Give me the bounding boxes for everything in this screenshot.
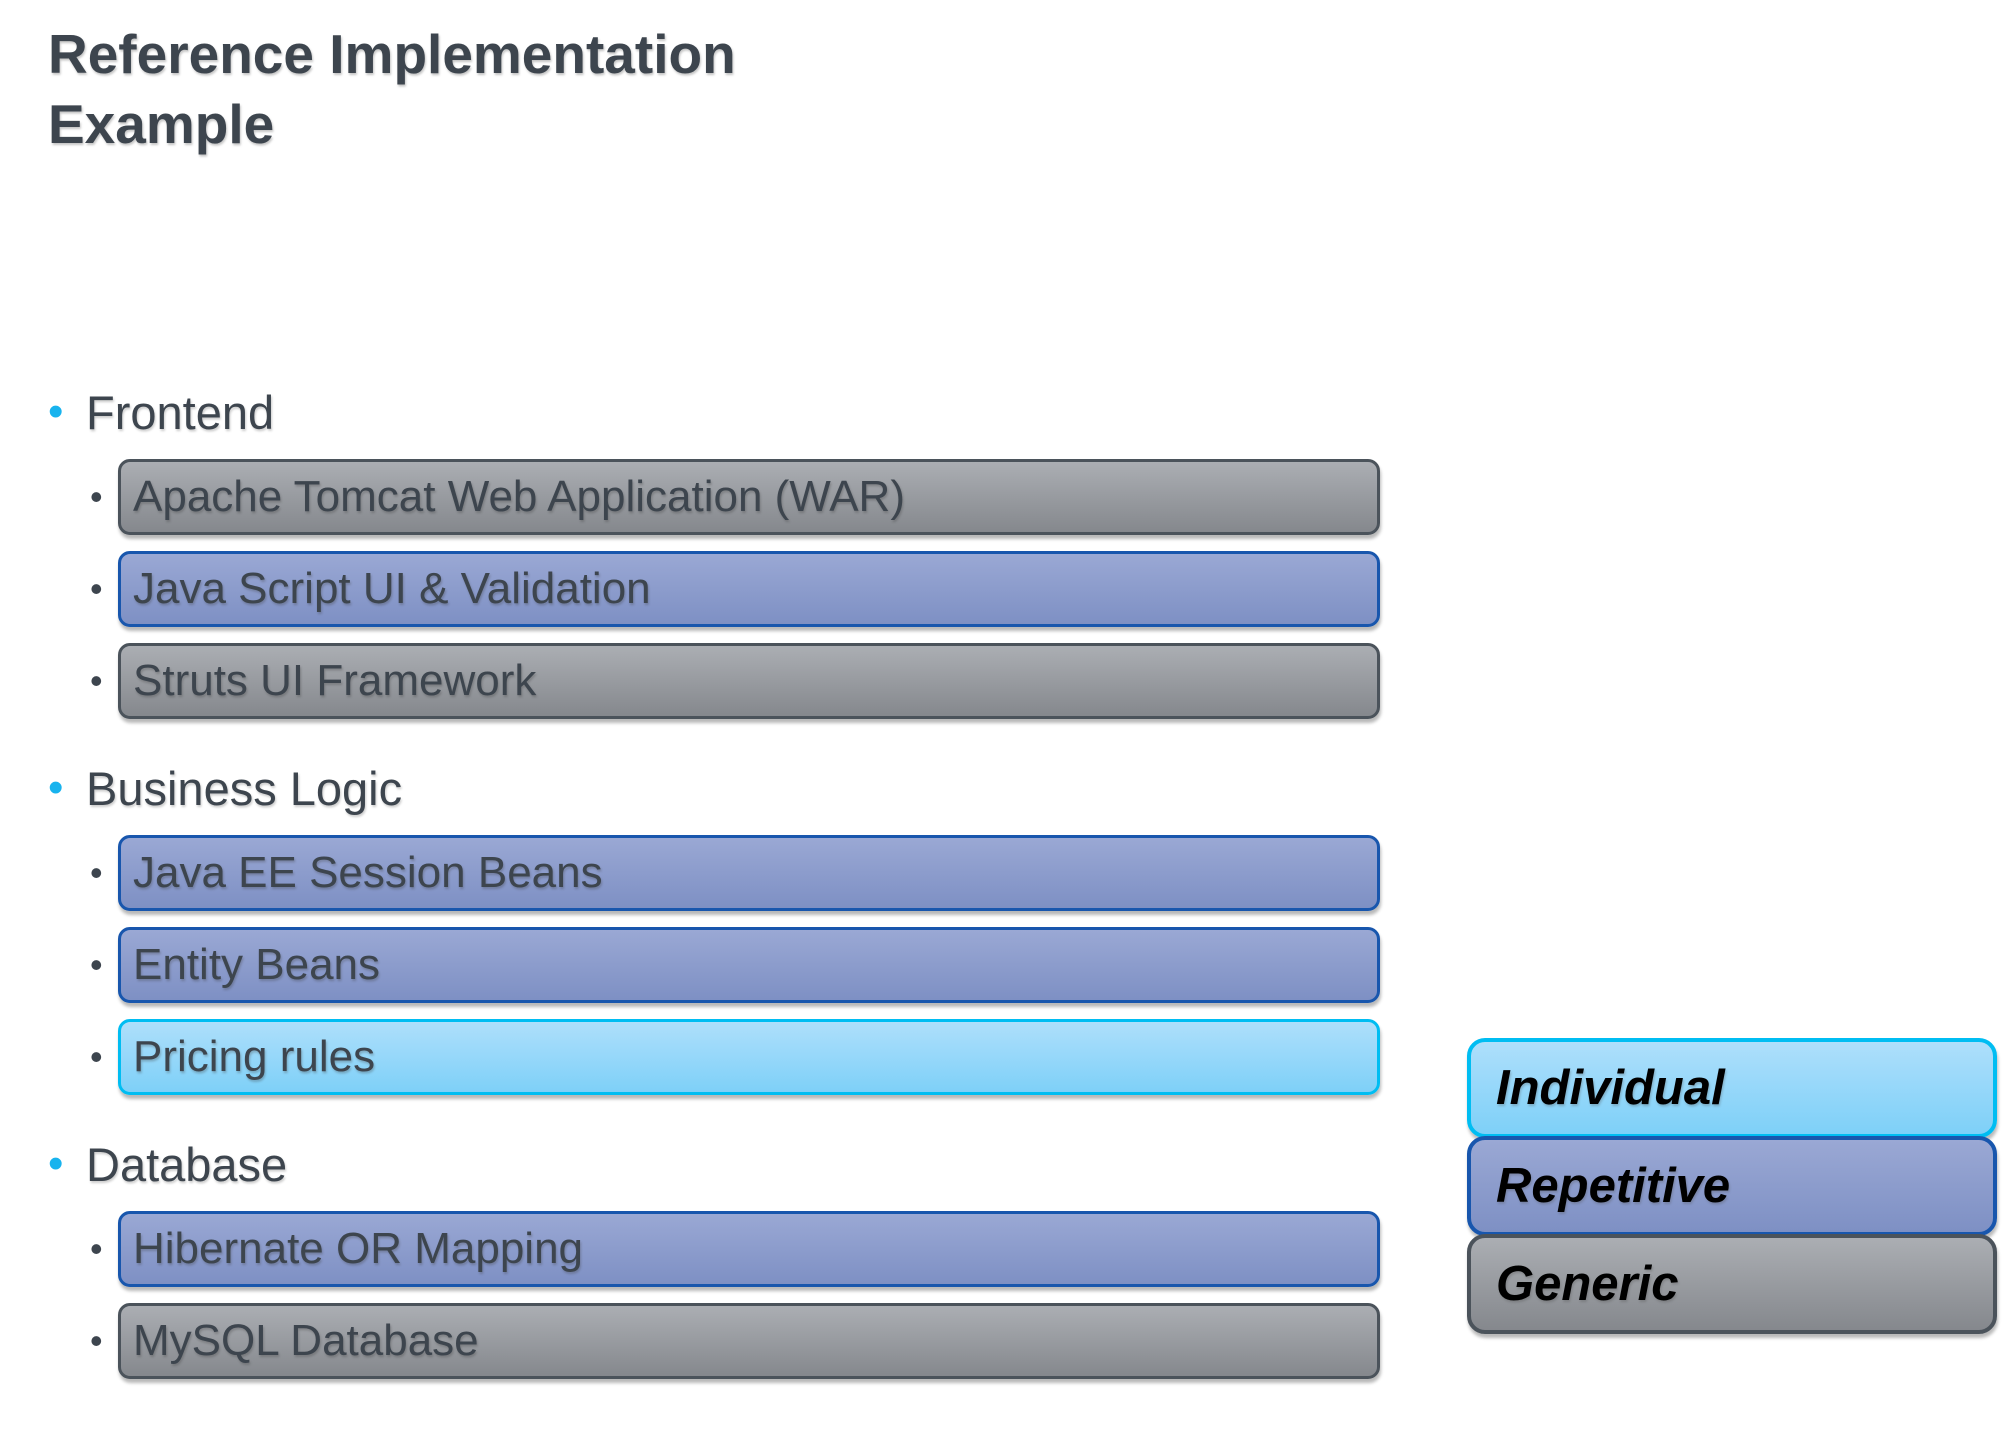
outline-item-row: • Java Script UI & Validation <box>90 551 1380 627</box>
component-label: Pricing rules <box>133 1032 376 1081</box>
component-label: Apache Tomcat Web Application (WAR) <box>133 472 905 521</box>
component-label: MySQL Database <box>133 1316 479 1365</box>
component-label: Hibernate OR Mapping <box>133 1224 584 1273</box>
outline-item-row: • Apache Tomcat Web Application (WAR) <box>90 459 1380 535</box>
outline-item-row: • Entity Beans <box>90 927 1380 1003</box>
section-header: • Frontend <box>48 383 1380 441</box>
outline-list: • Frontend • Apache Tomcat Web Applicati… <box>48 383 1380 1395</box>
item-bullet-icon: • <box>90 852 103 893</box>
item-bullet-icon: • <box>90 568 103 609</box>
component-label: Java EE Session Beans <box>133 848 603 897</box>
item-bullet-icon: • <box>90 1036 103 1077</box>
section-label: Business Logic <box>86 761 403 815</box>
outline-item-row: • MySQL Database <box>90 1303 1380 1379</box>
section-header: • Database <box>48 1135 1380 1193</box>
legend-label: Generic <box>1496 1257 1679 1311</box>
legend-box: Generic <box>1467 1234 1997 1334</box>
outline-section: • Business Logic • Java EE Session Beans… <box>48 759 1380 1095</box>
section-label: Database <box>86 1137 288 1191</box>
section-bullet-icon: • <box>48 1139 64 1188</box>
component-box: Entity Beans <box>118 927 1380 1003</box>
outline-item-row: • Struts UI Framework <box>90 643 1380 719</box>
outline-item-row: • Pricing rules <box>90 1019 1380 1095</box>
item-bullet-icon: • <box>90 1228 103 1269</box>
legend-label: Repetitive <box>1496 1159 1731 1213</box>
item-bullet-icon: • <box>90 476 103 517</box>
component-box: Hibernate OR Mapping <box>118 1211 1380 1287</box>
legend-box: Individual <box>1467 1038 1997 1138</box>
item-bullet-icon: • <box>90 944 103 985</box>
section-header: • Business Logic <box>48 759 1380 817</box>
section-items: • Java EE Session Beans • Entity Beans •… <box>48 835 1380 1095</box>
legend: Individual Repetitive Generic <box>1467 1038 1997 1334</box>
outline-section: • Frontend • Apache Tomcat Web Applicati… <box>48 383 1380 719</box>
section-bullet-icon: • <box>48 387 64 436</box>
component-label: Struts UI Framework <box>133 656 537 705</box>
component-box: Java Script UI & Validation <box>118 551 1380 627</box>
section-items: • Apache Tomcat Web Application (WAR) • … <box>48 459 1380 719</box>
component-box: Pricing rules <box>118 1019 1380 1095</box>
component-box: Apache Tomcat Web Application (WAR) <box>118 459 1380 535</box>
section-items: • Hibernate OR Mapping • MySQL Database <box>48 1211 1380 1379</box>
item-bullet-icon: • <box>90 1320 103 1361</box>
component-box: Struts UI Framework <box>118 643 1380 719</box>
component-box: MySQL Database <box>118 1303 1380 1379</box>
section-bullet-icon: • <box>48 763 64 812</box>
slide-title: Reference Implementation Example <box>48 23 736 155</box>
legend-label: Individual <box>1496 1061 1725 1115</box>
component-label: Java Script UI & Validation <box>133 564 651 613</box>
item-bullet-icon: • <box>90 660 103 701</box>
component-label: Entity Beans <box>133 940 381 989</box>
component-box: Java EE Session Beans <box>118 835 1380 911</box>
outline-item-row: • Java EE Session Beans <box>90 835 1380 911</box>
outline-item-row: • Hibernate OR Mapping <box>90 1211 1380 1287</box>
legend-box: Repetitive <box>1467 1136 1997 1236</box>
section-label: Frontend <box>86 385 275 439</box>
outline-section: • Database • Hibernate OR Mapping • MySQ… <box>48 1135 1380 1379</box>
